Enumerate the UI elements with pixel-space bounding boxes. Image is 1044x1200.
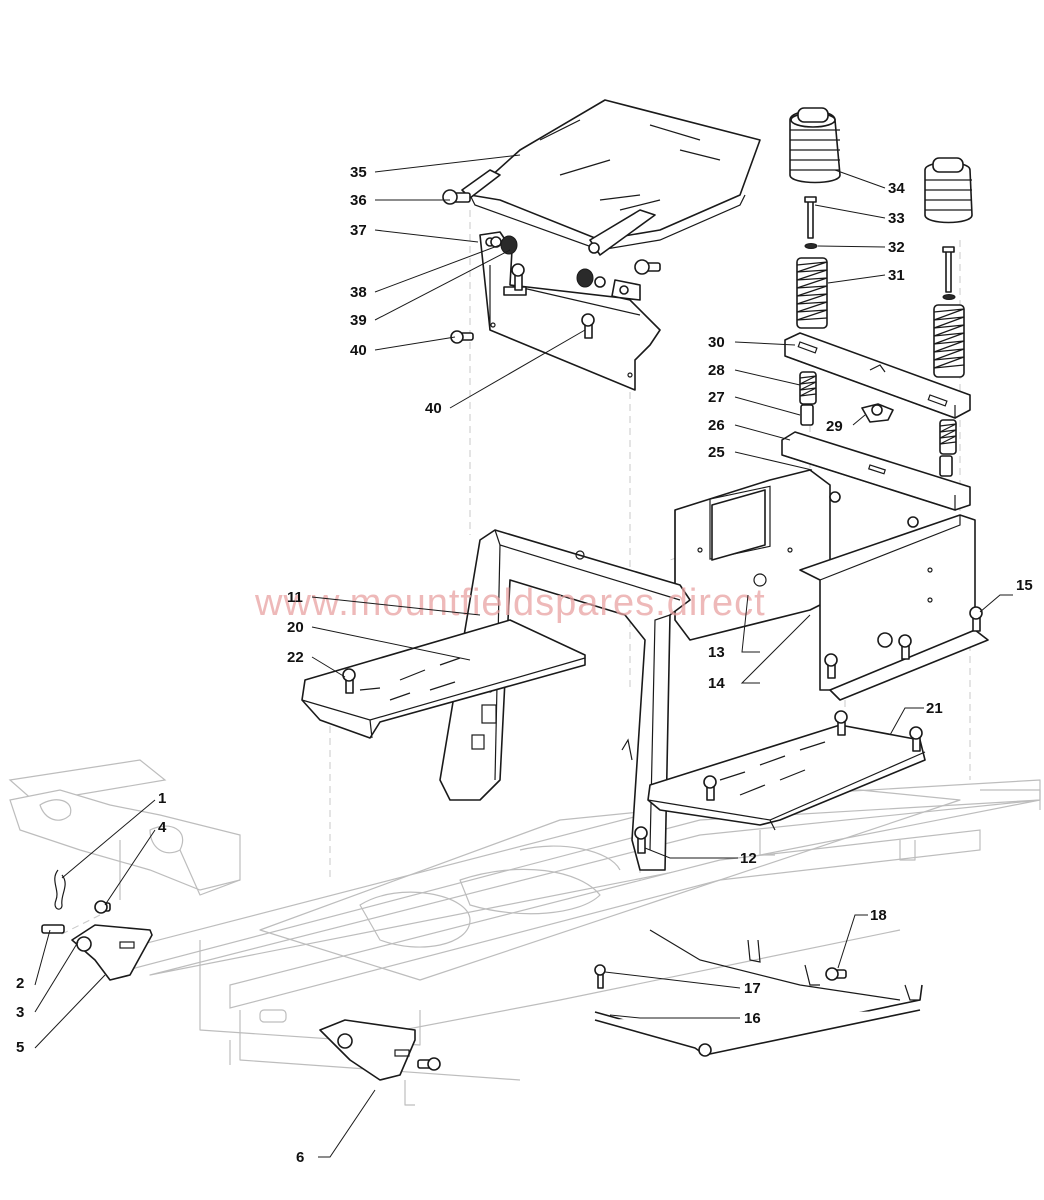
right-footplate [647, 710, 926, 831]
suspension-plate [784, 332, 971, 419]
callout-3: 3 [16, 1004, 24, 1021]
callout-15: 15 [1016, 577, 1033, 594]
callout-22: 22 [287, 649, 304, 666]
seat-bracket [479, 231, 661, 391]
callout-34: 34 [888, 180, 905, 197]
callout-17: 17 [744, 980, 761, 997]
roll-frame [439, 529, 691, 871]
suspension-springs [796, 257, 965, 378]
callout-40-upper: 40 [350, 342, 367, 359]
callout-labels: 35 36 37 38 39 40 40 34 33 32 31 30 28 2… [16, 164, 1033, 1166]
left-footplate [301, 619, 586, 739]
callout-18: 18 [870, 907, 887, 924]
callout-25: 25 [708, 444, 725, 461]
callout-14: 14 [708, 675, 725, 692]
callout-38: 38 [350, 284, 367, 301]
callout-21: 21 [926, 700, 943, 717]
watermark-text: www.mountfieldspares.direct [254, 582, 766, 624]
seat-pan [461, 99, 761, 256]
front-bracket-assembly [41, 869, 153, 981]
leader-lines [34, 154, 1013, 1158]
callout-31: 31 [888, 267, 905, 284]
suspension-bellows [789, 107, 973, 224]
seat-fasteners [442, 189, 661, 344]
callout-35: 35 [350, 164, 367, 181]
slide-rail [781, 431, 971, 511]
callout-36: 36 [350, 192, 367, 209]
callout-32: 32 [888, 239, 905, 256]
callout-4: 4 [158, 819, 167, 836]
suspension-bolts [804, 196, 956, 300]
callout-30: 30 [708, 334, 725, 351]
callout-6: 6 [296, 1149, 304, 1166]
callout-12: 12 [740, 850, 757, 867]
callout-16: 16 [744, 1010, 761, 1027]
callout-13: 13 [708, 644, 725, 661]
callout-29: 29 [826, 418, 843, 435]
rear-bracket-assembly [319, 1019, 441, 1081]
callout-2: 2 [16, 975, 24, 992]
callout-28: 28 [708, 362, 725, 379]
callout-37: 37 [350, 222, 367, 239]
callout-39: 39 [350, 312, 367, 329]
callout-5: 5 [16, 1039, 24, 1056]
chassis-frame [8, 759, 1041, 1106]
hitch-bar [594, 929, 923, 1057]
callout-33: 33 [888, 210, 905, 227]
callout-26: 26 [708, 417, 725, 434]
callout-40-lower: 40 [425, 400, 442, 417]
callout-11: 11 [287, 589, 303, 606]
callout-27: 27 [708, 389, 725, 406]
small-springs [799, 371, 957, 477]
seat-support-box [674, 469, 989, 701]
callout-20: 20 [287, 619, 304, 636]
callout-1: 1 [158, 790, 166, 807]
